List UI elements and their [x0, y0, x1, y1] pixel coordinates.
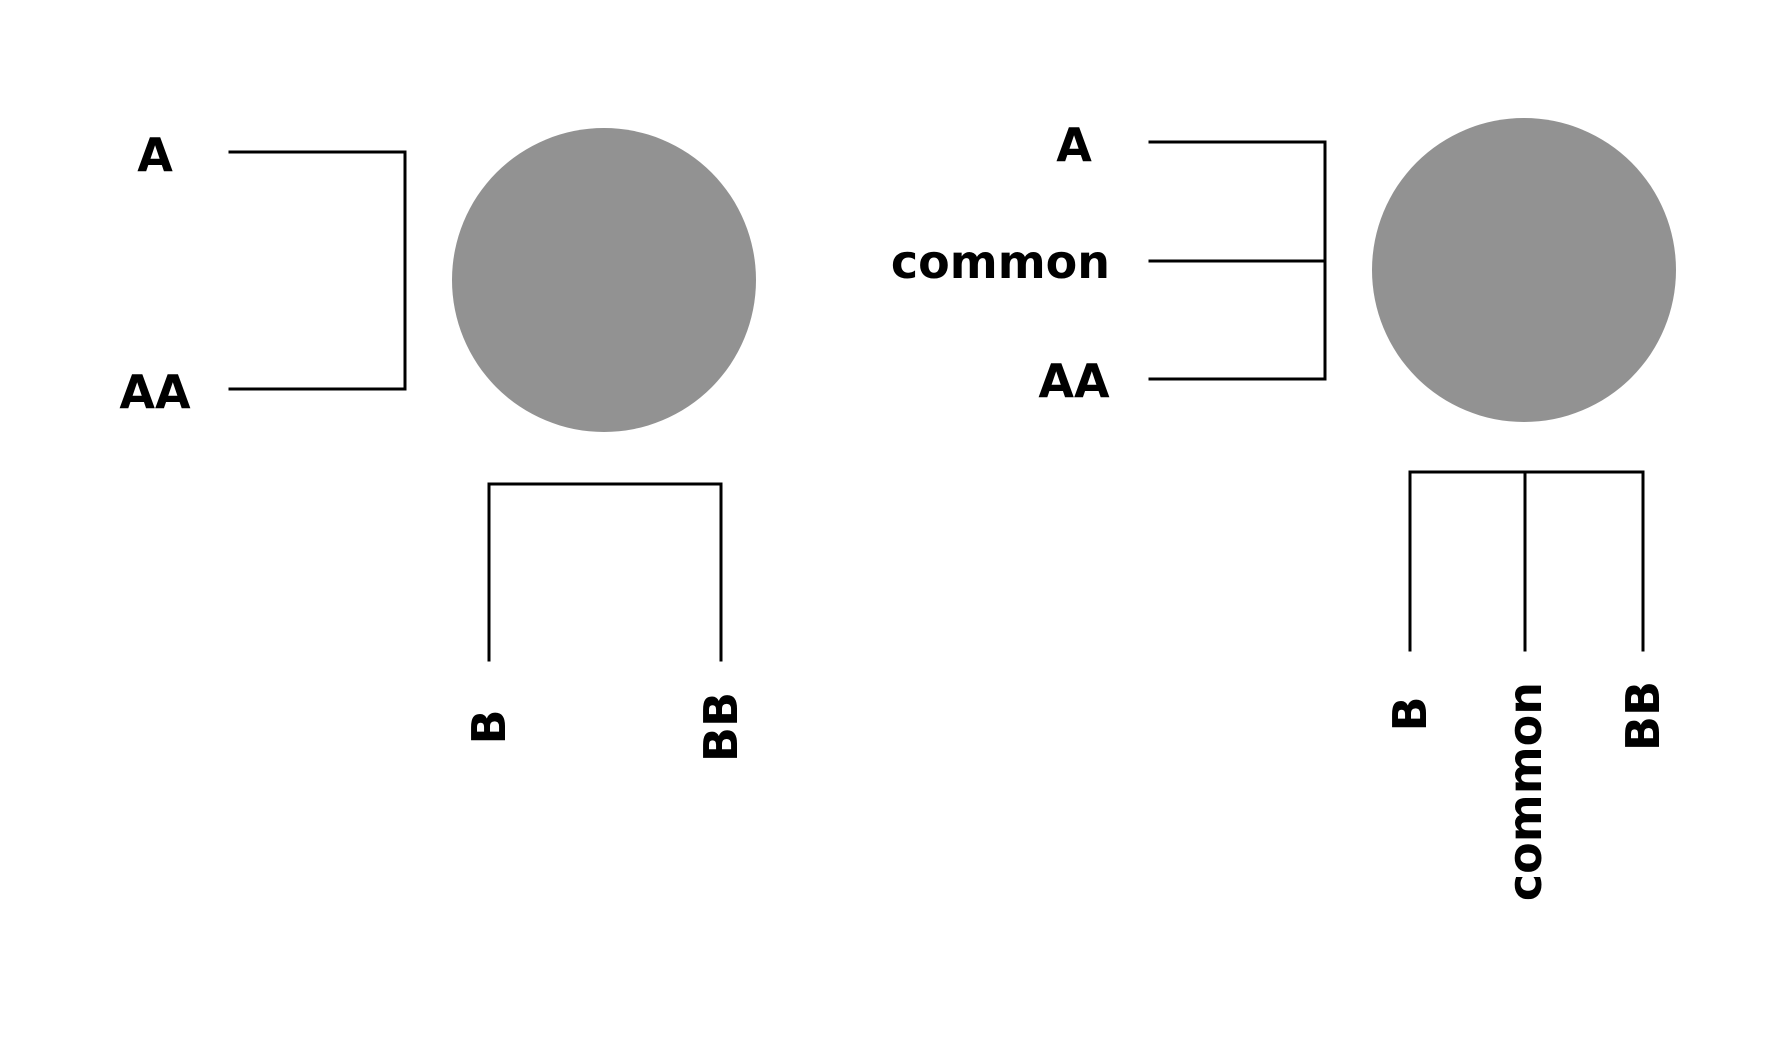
left-panel-label-b: B	[462, 709, 516, 744]
right-panel-label-common: common	[891, 235, 1110, 289]
right-panel-label-aa: AA	[1038, 354, 1110, 408]
left-panel-circle	[452, 128, 756, 432]
panel-right: A common AA B common BB	[891, 118, 1676, 901]
right-panel-label-a: A	[1056, 118, 1092, 172]
right-panel-side-bracket	[1148, 140, 1327, 381]
right-panel-label-b: B	[1383, 696, 1437, 731]
left-panel-label-bb: BB	[694, 692, 748, 762]
panel-left: A AA B BB	[119, 128, 756, 762]
right-panel-circle	[1372, 118, 1676, 422]
left-panel-bottom-bracket	[487, 482, 723, 662]
right-panel-bottom-bracket	[1408, 470, 1645, 652]
right-panel-label-bb: BB	[1616, 681, 1670, 751]
left-panel-side-bracket	[228, 150, 407, 391]
right-panel-label-common-bottom: common	[1498, 682, 1552, 901]
left-panel-label-aa: AA	[119, 365, 191, 419]
left-panel-label-a: A	[137, 128, 173, 182]
